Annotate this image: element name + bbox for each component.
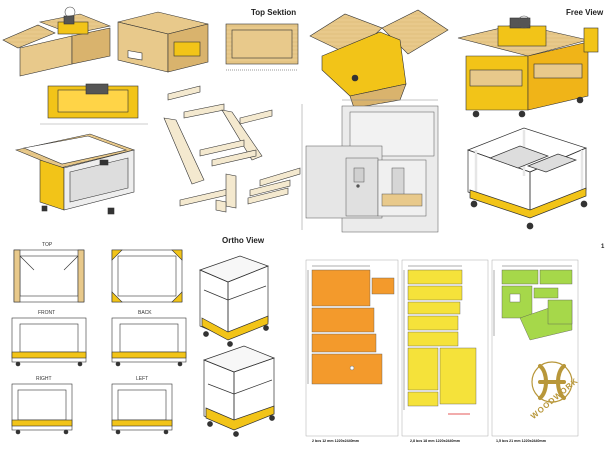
- saw-station-open-drawing: [2, 6, 112, 77]
- page-number: 1: [601, 244, 605, 250]
- front-view-label: FRONT: [38, 310, 56, 316]
- jig-top-view-drawing: [301, 99, 439, 233]
- free-view-title: Free View: [566, 8, 604, 17]
- sheet-2-caption: 2,8 bcs 18 mm 1220x2440mm: [410, 439, 460, 443]
- top-section-panel-drawing: [225, 23, 299, 71]
- open-lid-drawing: [309, 9, 449, 109]
- saw-insert-drawing: [40, 83, 148, 125]
- woodwork-logo: [531, 361, 573, 403]
- top-section-title: Top Sektion: [251, 8, 297, 17]
- free-view-saw-station-drawing: [457, 15, 599, 118]
- sheet-1-caption: 2 bcs 12 mm 1220x2440mm: [312, 439, 359, 443]
- sheet-3-caption: 1,5 bcs 21 mm 1220x2440mm: [496, 439, 546, 443]
- exploded-frame-drawing: [163, 85, 301, 213]
- ortho-3d-frames: [199, 255, 275, 437]
- back-view-label: BACK: [138, 310, 152, 316]
- cutting-sheet-3: [491, 259, 579, 437]
- ortho-views: [11, 249, 187, 435]
- drawer-box-drawing: [14, 133, 136, 215]
- cutting-sheet-1: [305, 259, 399, 437]
- top-view-label: TOP: [42, 242, 53, 248]
- left-view-label: LEFT: [136, 376, 149, 382]
- closed-box-drawing: [117, 11, 209, 73]
- right-view-label: RIGHT: [36, 376, 52, 382]
- frame-on-casters-drawing: [467, 127, 588, 230]
- cutting-sheet-2: [401, 259, 489, 437]
- ortho-view-title: Ortho View: [222, 236, 265, 245]
